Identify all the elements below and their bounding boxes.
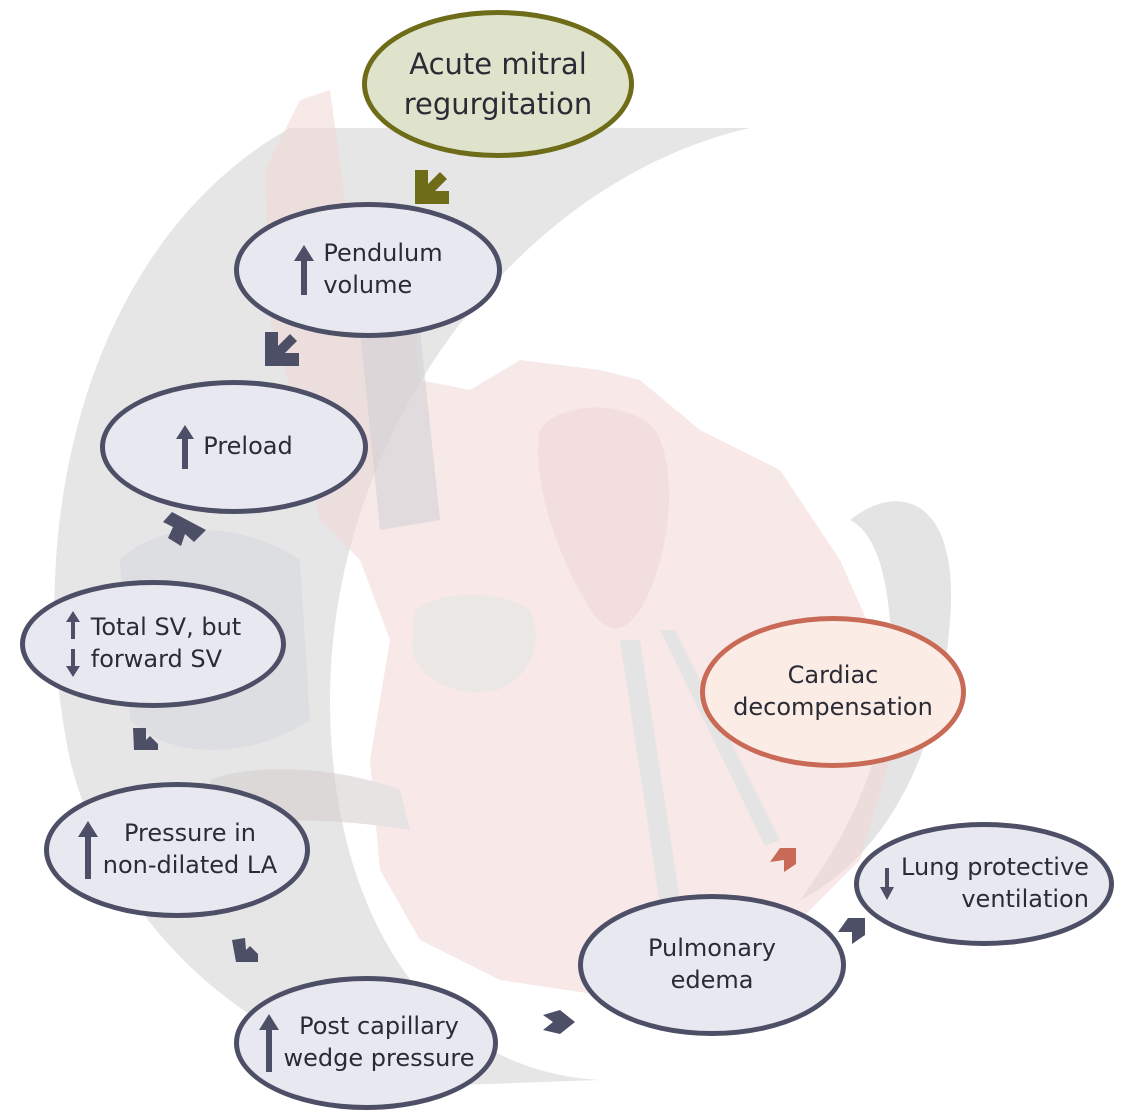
node-post-capillary-wedge-pressure: Post capillary wedge pressure [234, 976, 498, 1110]
pendulum-line-1: Pendulum [323, 238, 442, 270]
acute-line-1: Acute mitral [404, 44, 593, 84]
arrow-pcwp-to-edema [543, 1010, 575, 1034]
lung-line-1: Lung protective [901, 852, 1089, 884]
node-lung-protective-ventilation: Lung protective ventilation [854, 822, 1114, 946]
decrease-arrow-icon [879, 867, 895, 901]
node-acute-mitral-regurgitation: Acute mitral regurgitation [362, 10, 634, 158]
edema-line-2: edema [648, 965, 776, 997]
pcwp-line-2: wedge pressure [284, 1043, 475, 1075]
decrease-arrow-icon [65, 648, 81, 678]
increase-arrow-icon [65, 610, 81, 640]
lung-line-2: ventilation [901, 884, 1089, 916]
sv-line-2: forward SV [91, 644, 241, 676]
node-preload: Preload [100, 380, 368, 514]
node-pulmonary-edema: Pulmonary edema [578, 894, 846, 1036]
increase-arrow-icon [293, 243, 315, 297]
sv-line-1: Total SV, but [91, 612, 241, 644]
acute-line-2: regurgitation [404, 84, 593, 124]
node-total-forward-sv: Total SV, but forward SV [20, 580, 286, 708]
cardiac-line-1: Cardiac [733, 660, 933, 692]
node-pendulum-volume: Pendulum volume [234, 202, 502, 338]
pcwp-line-1: Post capillary [284, 1011, 475, 1043]
pressure-line-2: non-dilated LA [103, 850, 277, 882]
arrow-edema-to-lung [838, 918, 865, 944]
increase-arrow-icon [175, 423, 195, 471]
pressure-line-1: Pressure in [103, 818, 277, 850]
cardiac-line-2: decompensation [733, 692, 933, 724]
preload-label: Preload [203, 431, 292, 463]
node-cardiac-decompensation: Cardiac decompensation [700, 616, 966, 768]
pendulum-line-2: volume [323, 270, 442, 302]
edema-line-1: Pulmonary [648, 933, 776, 965]
increase-arrow-icon [77, 819, 99, 881]
increase-arrow-icon [258, 1012, 280, 1074]
node-pressure-la: Pressure in non-dilated LA [44, 782, 310, 918]
